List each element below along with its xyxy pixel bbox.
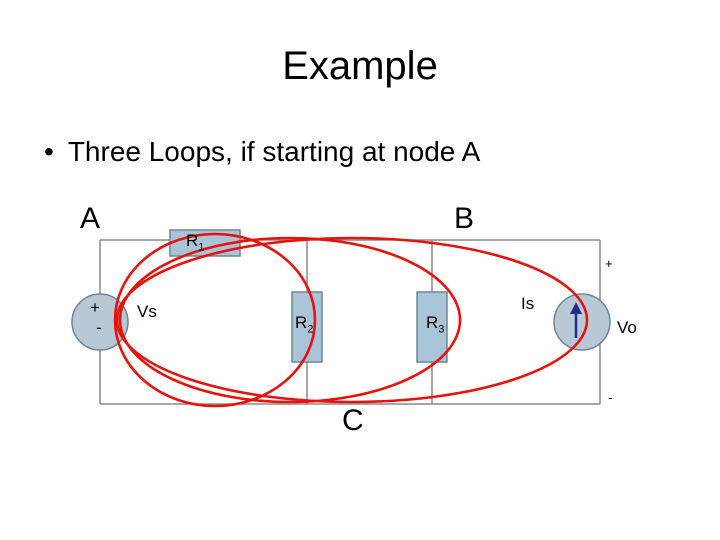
r1-label: R1 (186, 231, 204, 253)
slide-title: Example (282, 44, 438, 88)
bullet-dot: • (44, 136, 54, 167)
r1-sub: 1 (198, 241, 205, 254)
r3-label: R3 (426, 313, 444, 335)
node-a-label: A (80, 202, 101, 235)
loop-3 (115, 236, 589, 404)
mesh-loops (113, 232, 589, 408)
vo-minus-sign: - (608, 390, 613, 405)
vs-label: Vs (137, 302, 157, 321)
r1-name: R (186, 231, 199, 250)
bullet-item: • Three Loops, if starting at node A (44, 136, 480, 168)
r2-sub: 2 (307, 323, 314, 336)
node-c-label: C (342, 404, 364, 437)
loop-2 (118, 236, 462, 404)
vo-plus-sign: + (605, 256, 613, 271)
resistor-r2 (291, 291, 323, 363)
r3-name: R (426, 313, 439, 332)
vo-label: Vo (617, 318, 637, 337)
resistor-r3 (416, 291, 448, 363)
current-source-is (553, 293, 611, 351)
arrow-up-icon (570, 302, 582, 338)
r3-sub: 3 (438, 323, 445, 336)
loop-1 (113, 232, 317, 408)
bullet-text: Three Loops, if starting at node A (67, 136, 481, 167)
node-b-label: B (454, 202, 475, 235)
vs-minus-sign: - (96, 318, 102, 337)
r2-label: R2 (295, 313, 313, 335)
is-label: Is (521, 294, 535, 313)
r2-name: R (295, 313, 308, 332)
voltage-source-vs (71, 293, 129, 351)
vs-plus-sign: + (90, 298, 100, 317)
